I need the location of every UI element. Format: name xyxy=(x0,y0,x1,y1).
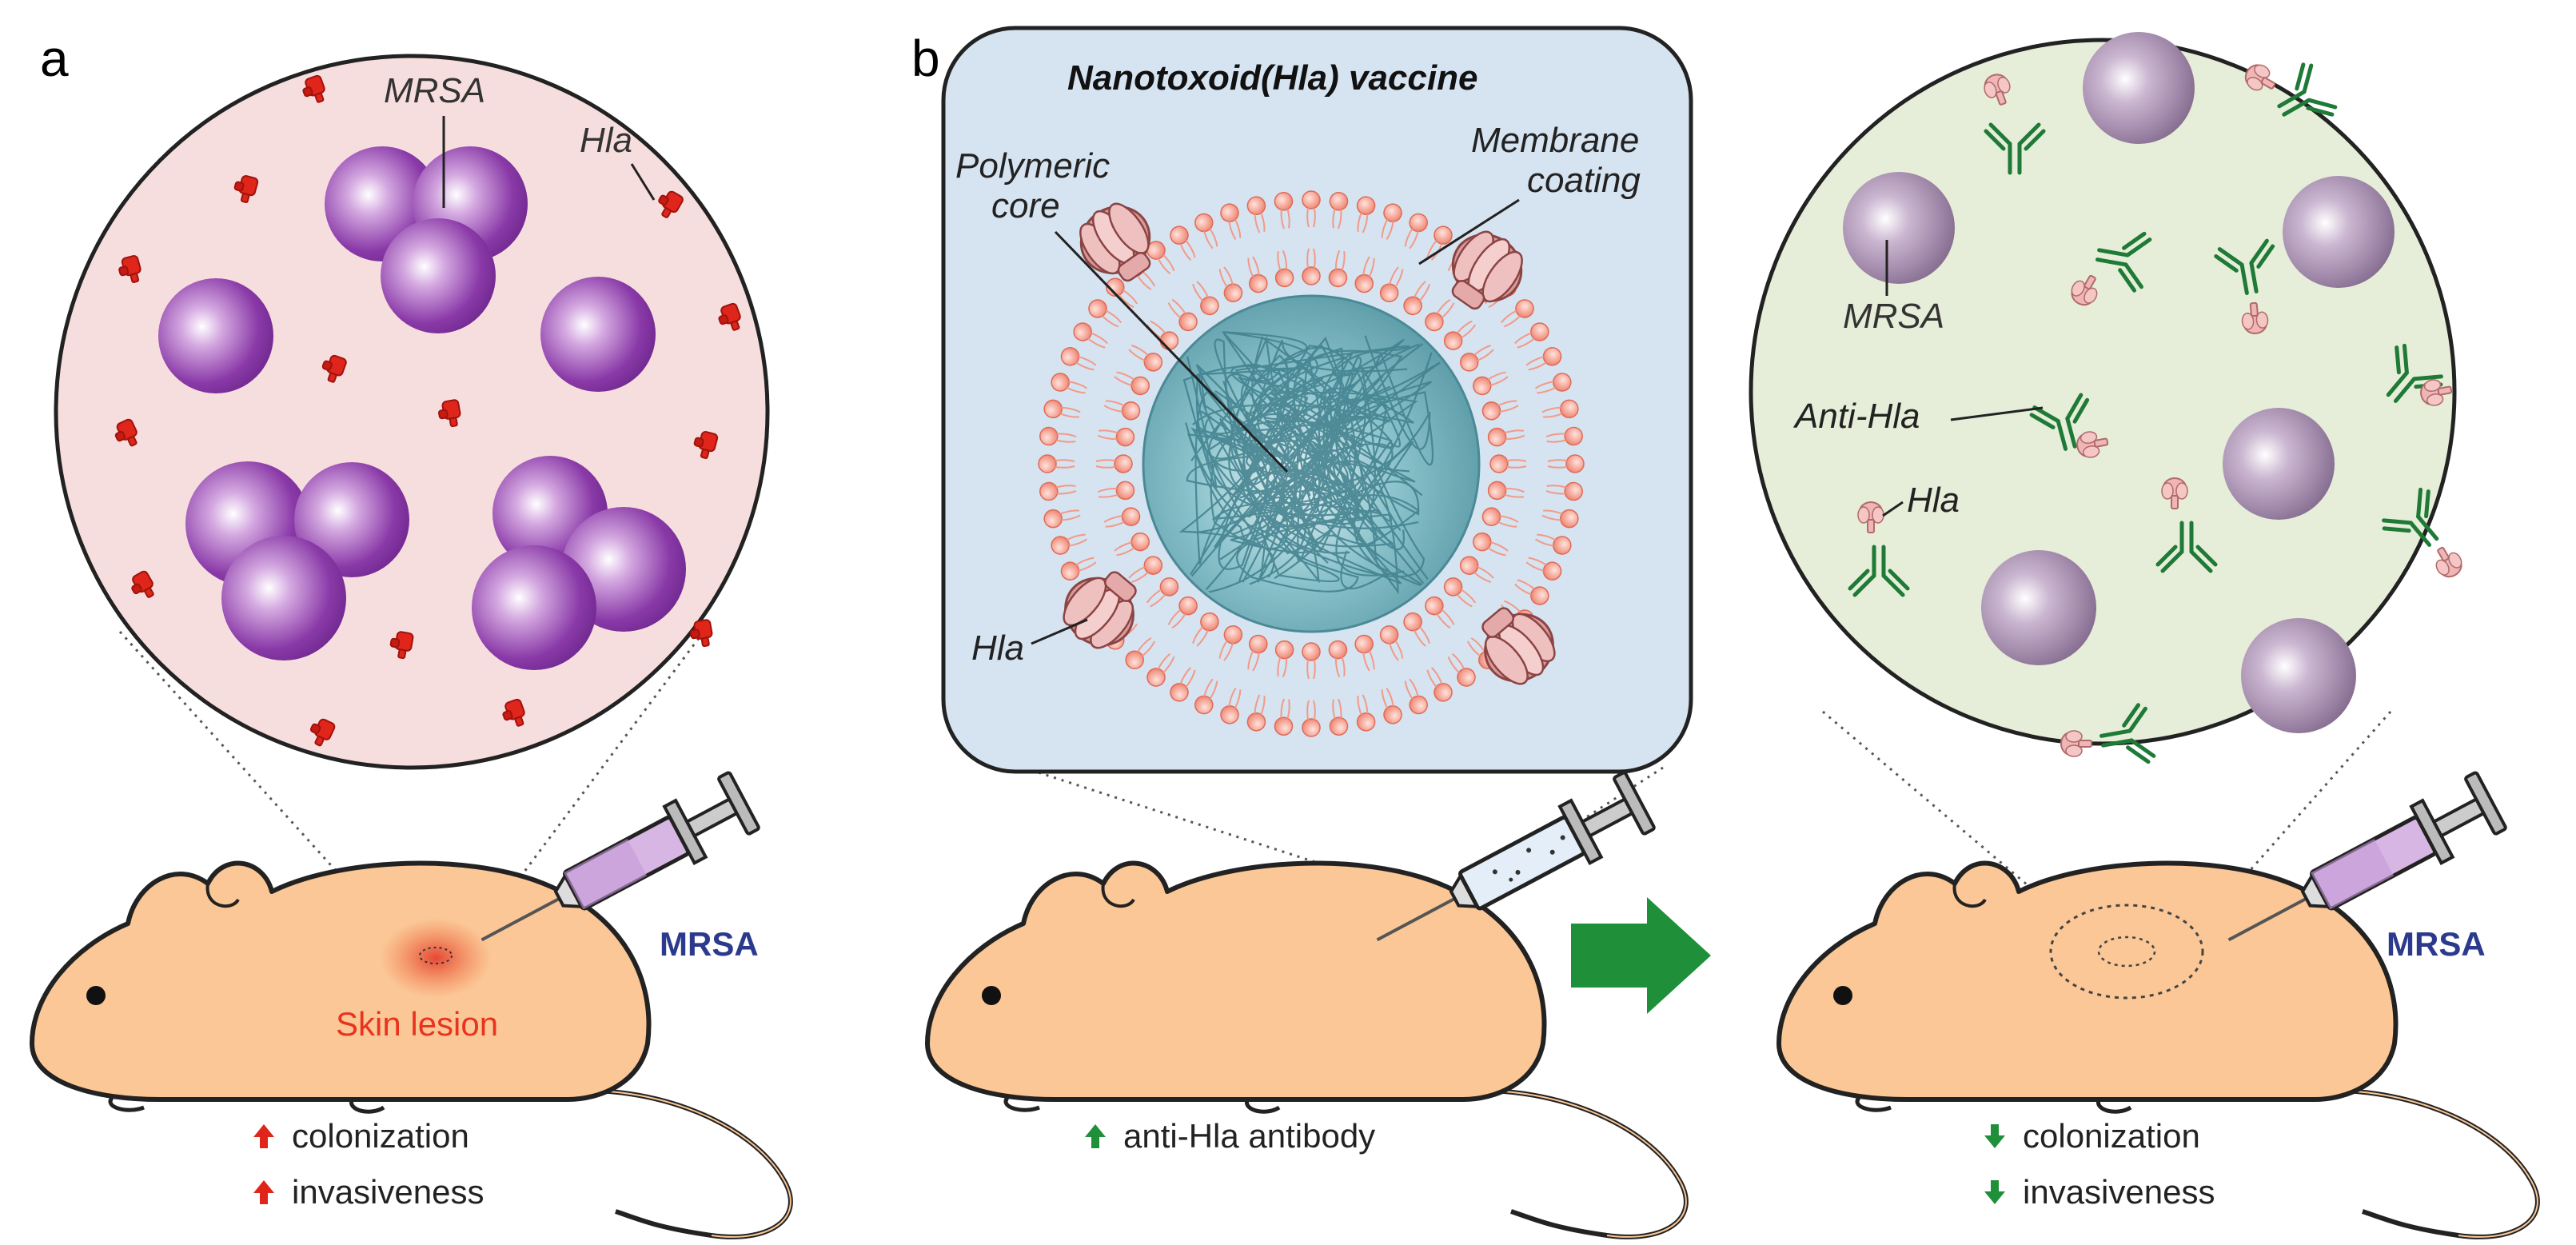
result-hla-label: Hla xyxy=(1907,481,1960,520)
anti-hla-label: Anti-Hla xyxy=(1792,397,1920,436)
polymer-strand xyxy=(1185,422,1393,593)
protected-zoom-circle xyxy=(1749,38,2457,746)
anti-hla-antibody-outcome: anti-Hla antibody xyxy=(1123,1117,1375,1155)
polymeric-core-label: Polymeric xyxy=(955,146,1110,186)
polymer-strand xyxy=(1240,366,1402,521)
polymer-strand xyxy=(1218,363,1348,582)
polymer-strand xyxy=(1195,367,1402,585)
mrsa-injection-label-b: MRSA xyxy=(2387,925,2486,963)
down-arrow-icon xyxy=(1984,1124,2005,1148)
mrsa-cell-icon xyxy=(2241,618,2356,733)
polymer-strand xyxy=(1274,344,1356,580)
polymer-strand xyxy=(1239,338,1408,499)
polymer-strand xyxy=(1214,356,1395,549)
vaccine-hla-label: Hla xyxy=(971,628,1024,668)
skin-lesion-label: Skin lesion xyxy=(336,1005,498,1043)
up-arrow-icon xyxy=(253,1180,274,1204)
hla-toxin-icon xyxy=(2428,541,2467,583)
mrsa-cluster-left xyxy=(185,461,409,660)
mrsa-cell-icon xyxy=(540,277,656,392)
outcome-colonization: colonization xyxy=(292,1117,469,1155)
process-arrow-icon xyxy=(1571,897,1711,1014)
up-arrow-icon xyxy=(1085,1124,1106,1148)
outcome-invasiveness: invasiveness xyxy=(292,1173,484,1211)
polymer-strand xyxy=(1186,335,1431,493)
mrsa-injection-label: MRSA xyxy=(660,925,759,963)
mrsa-cell-icon xyxy=(381,218,496,333)
mrsa-cell-icon xyxy=(472,545,596,670)
up-arrow-icon xyxy=(253,1124,274,1148)
core-callout-line xyxy=(1054,230,1289,473)
mrsa-callout-label: MRSA xyxy=(384,71,485,110)
polymer-strand xyxy=(1182,337,1403,565)
svg-text:core: core xyxy=(991,186,1060,225)
mrsa-cell-icon xyxy=(2283,176,2395,288)
membrane-callout-line xyxy=(1418,198,1520,265)
panel-b-letter: b xyxy=(911,30,940,87)
polymer-strand xyxy=(1242,390,1388,562)
hla-callout-line xyxy=(630,163,656,201)
panel-a-letter: a xyxy=(40,30,69,87)
polymer-strand xyxy=(1222,377,1390,576)
mouse-icon xyxy=(927,864,1686,1237)
polymer-strand xyxy=(1190,332,1405,551)
mrsa-cell-icon xyxy=(1843,172,1955,284)
result-mrsa-label: MRSA xyxy=(1843,297,1944,336)
vaccine-title: Nanotoxoid(Hla) vaccine xyxy=(1067,58,1477,98)
skin-lesion xyxy=(380,918,492,998)
mrsa-cluster-top xyxy=(325,146,528,333)
mrsa-cell-icon xyxy=(2223,408,2335,520)
outcome-invasiveness-b: invasiveness xyxy=(2023,1173,2215,1211)
down-arrow-icon xyxy=(1984,1180,2005,1204)
svg-text:coating: coating xyxy=(1527,161,1641,200)
healed-site xyxy=(2049,904,2204,1000)
outcome-colonization-b: colonization xyxy=(2023,1117,2200,1155)
mrsa-cell-icon xyxy=(2083,32,2195,144)
polymer-strand xyxy=(1194,390,1364,565)
membrane-coating-label: Membrane xyxy=(1471,121,1639,160)
mrsa-cell-icon xyxy=(158,278,273,393)
mrsa-cell-icon xyxy=(221,536,346,660)
hla-callout-label: Hla xyxy=(580,121,632,160)
mrsa-cluster-right xyxy=(472,456,686,670)
mrsa-cell-icon xyxy=(1981,550,2096,665)
mrsa-cell-icon xyxy=(294,462,409,577)
